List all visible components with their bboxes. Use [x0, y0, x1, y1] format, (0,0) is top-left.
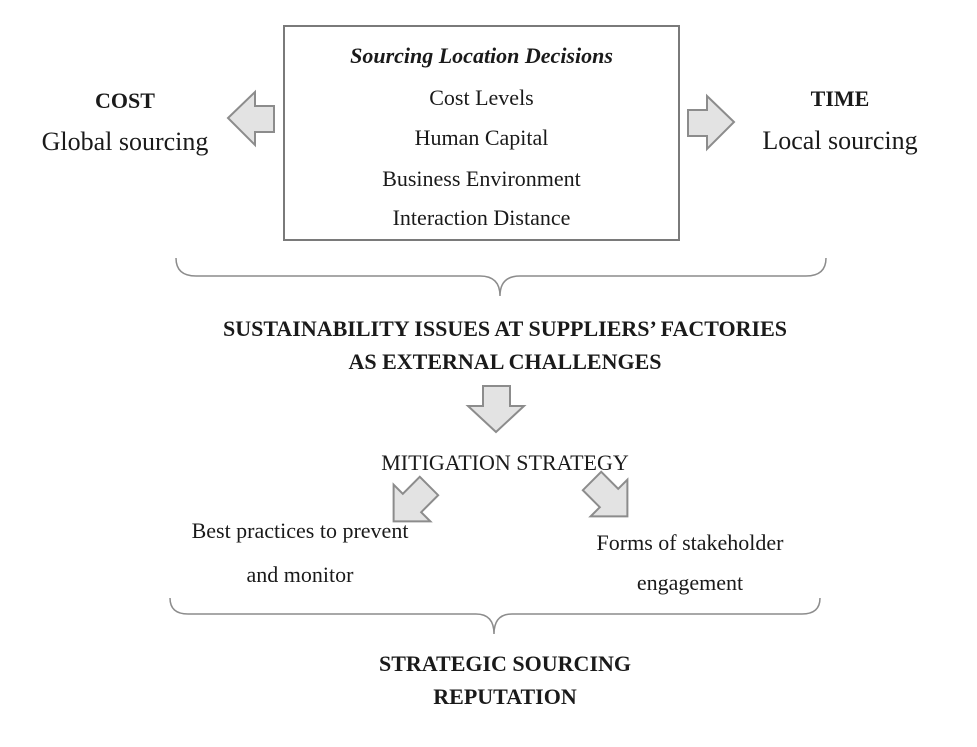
decision-item-cost-levels: Cost Levels [429, 85, 534, 110]
down-right-arrow-icon [581, 470, 629, 518]
cost-heading: COST [95, 88, 155, 113]
decision-item-business-environment: Business Environment [382, 166, 581, 191]
decisions-title: Sourcing Location Decisions [350, 43, 613, 68]
decisions-box [283, 25, 680, 241]
challenges-line-2: AS EXTERNAL CHALLENGES [348, 349, 662, 374]
local-sourcing-label: Local sourcing [762, 126, 918, 155]
left-arrow-icon [226, 89, 275, 148]
right-arrow-icon [687, 93, 736, 152]
challenges-line-1: SUSTAINABILITY ISSUES AT SUPPLIERS’ FACT… [222, 316, 788, 341]
time-heading: TIME [810, 86, 870, 111]
decision-item-interaction-distance: Interaction Distance [392, 205, 571, 230]
mitigation-strategy-label: MITIGATION STRATEGY [381, 450, 629, 475]
best-practices-line-2: and monitor [246, 562, 354, 587]
down-left-arrow-icon [392, 475, 440, 523]
stakeholder-engagement-line-2: engagement [636, 570, 744, 595]
best-practices-line-1: Best practices to prevent [191, 518, 409, 543]
bottom-brace [169, 597, 821, 635]
outcome-line-2: REPUTATION [433, 684, 577, 709]
outcome-line-1: STRATEGIC SOURCING [378, 651, 632, 676]
global-sourcing-label: Global sourcing [41, 127, 209, 156]
stakeholder-engagement-line-1: Forms of stakeholder [596, 530, 784, 555]
down-arrow-icon [465, 385, 527, 434]
decision-item-human-capital: Human Capital [414, 125, 549, 150]
top-brace [175, 257, 827, 297]
